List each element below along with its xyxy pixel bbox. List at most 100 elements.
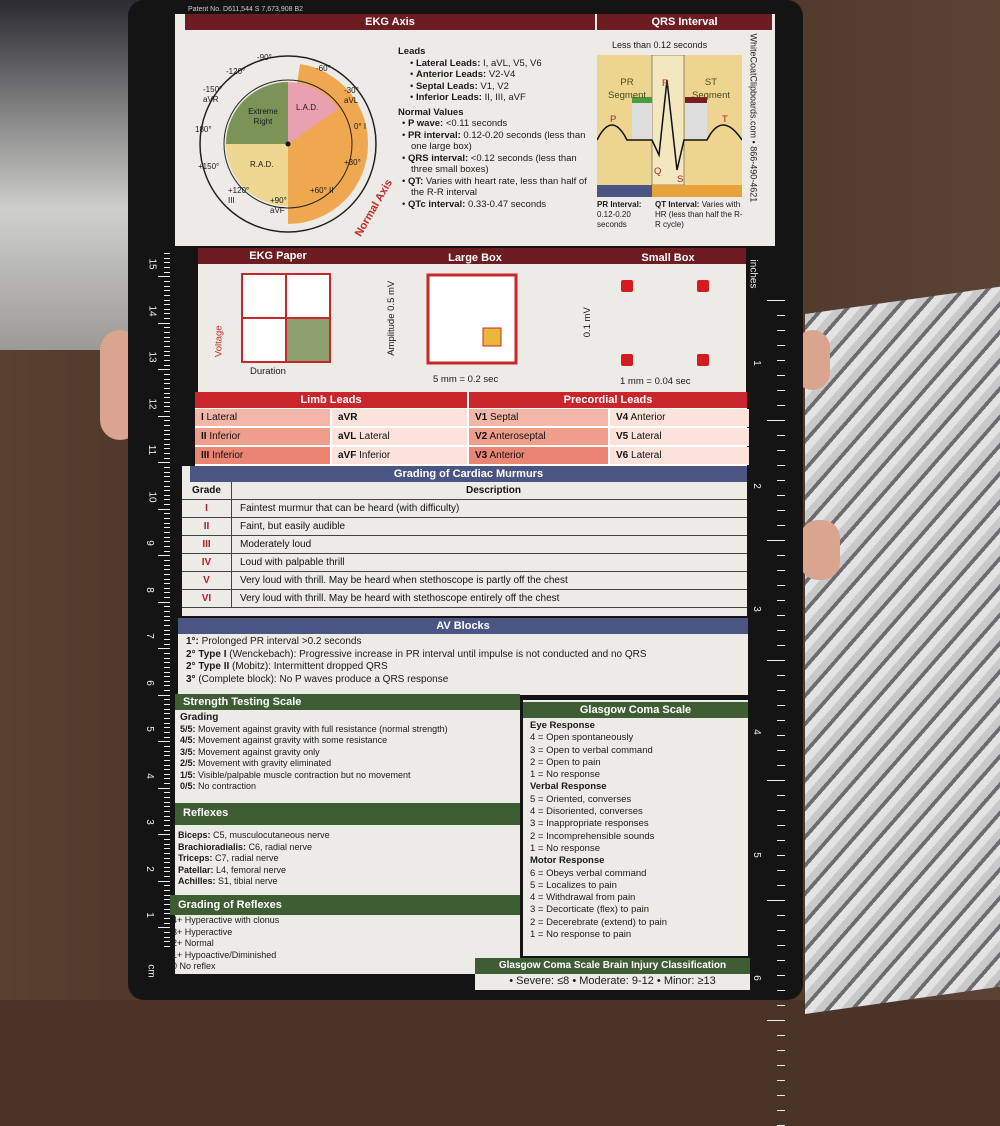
list-item: • Septal Leads: V1, V2: [410, 81, 593, 93]
murmurs-header: Grading of Cardiac Murmurs: [190, 466, 747, 482]
ruler-tick: [158, 369, 170, 371]
ruler-tick: [164, 718, 170, 719]
qrs-duration-label: Less than 0.12 seconds: [612, 40, 708, 50]
gcs-header: Glasgow Coma Scale: [523, 702, 748, 718]
ekg-paper-header-bar: [198, 248, 746, 264]
lead-name: V2: [475, 431, 488, 442]
ruler-tick: [158, 787, 170, 789]
ruler-tick: [777, 600, 785, 601]
ruler-tick: [158, 834, 170, 836]
ruler-tick: [164, 829, 170, 831]
ruler-tick: [777, 480, 785, 481]
item-key: QTc interval:: [407, 198, 466, 210]
ruler-tick: [164, 341, 170, 343]
list-item: • PR interval: 0.12-0.20 seconds (less t…: [402, 130, 593, 153]
ruler-tick: [164, 611, 170, 613]
ruler-tick: [164, 945, 170, 947]
ruler-tick: [158, 741, 170, 743]
item-key: 2° Type II: [186, 661, 230, 672]
ruler-tick: [777, 855, 785, 856]
item-value: L4, femoral nerve: [213, 864, 287, 875]
lead-name: V6: [616, 450, 629, 461]
lead-cell: III Inferior: [195, 447, 330, 465]
ruler-tick: [158, 508, 170, 510]
ruler-tick: [164, 327, 170, 329]
ruler-tick: [777, 435, 785, 436]
qt-interval-value: Varies with HR (less than half the R-R c…: [655, 200, 743, 229]
ruler-tick: [164, 346, 170, 347]
bullet-icon: •: [410, 69, 416, 80]
ruler-tick: [164, 443, 170, 445]
ruler-tick: [164, 745, 170, 747]
lead-region: Lateral: [356, 431, 390, 442]
ruler-tick: [777, 345, 785, 346]
murmur-grade: III: [182, 536, 232, 553]
item-value: Movement with gravity eliminated: [195, 758, 332, 768]
ruler-tick: [777, 510, 785, 511]
lead-region: Inferior: [356, 450, 391, 461]
ruler-tick: [777, 630, 785, 631]
lead-cell: V4 Anterior: [610, 409, 749, 427]
item-key: 5/5:: [180, 723, 196, 734]
list-item: 3° (Complete block): No P waves produce …: [186, 674, 746, 687]
ekg_axis-normal-list: • P wave: <0.11 seconds• PR interval: 0.…: [398, 118, 593, 210]
ruler-tick: [164, 769, 170, 771]
list-item: 4 = Disoriented, converses: [530, 806, 643, 818]
small-box-title: Small Box: [641, 252, 695, 264]
lead-name: I: [201, 412, 204, 423]
item-value: <0.11 seconds: [443, 118, 508, 129]
item-value: Visible/palpable muscle contraction but …: [195, 769, 411, 780]
ruler-tick: [777, 945, 785, 946]
ruler-tick: [777, 1095, 785, 1096]
list-item: 0/5: No contraction: [180, 781, 515, 793]
bullet-icon: •: [410, 57, 416, 69]
ruler-tick: [164, 657, 170, 659]
description-column-header: Description: [465, 485, 521, 496]
list-item: 2+ Normal: [172, 938, 214, 948]
ruler-tick: [164, 387, 170, 389]
ruler-tick: [777, 885, 785, 886]
large-box: [426, 273, 518, 365]
list-item: 1 = No response to pain: [530, 929, 632, 941]
strength-items-list: 5/5: Movement against gravity with full …: [180, 724, 515, 793]
ruler-tick: [164, 666, 170, 668]
item-value: Varies with heart rate, less than half o…: [411, 175, 587, 199]
ruler-tick: [164, 513, 170, 515]
ruler-tick: [777, 765, 785, 766]
cm-unit-label: cm: [145, 964, 157, 978]
lead-region: Lateral: [628, 431, 662, 442]
ruler-tick: [767, 420, 785, 421]
ruler-tick: [777, 990, 785, 991]
limb-leads-header: Limb Leads: [195, 392, 467, 408]
ruler-tick: [767, 540, 785, 541]
ruler-tick: [164, 266, 170, 268]
ruler-tick: [164, 936, 170, 938]
inch-label: 5: [750, 852, 762, 858]
list-item: 1°: Prolonged PR interval >0.2 seconds: [186, 636, 746, 649]
list-item: 2 = Incomprehensible sounds: [530, 830, 655, 842]
ruler-tick: [158, 601, 170, 603]
item-key: Anterior Leads:: [415, 69, 487, 80]
item-key: QRS interval:: [407, 152, 469, 164]
lead-name: aVL: [338, 431, 357, 442]
murmur-grade: V: [182, 572, 232, 589]
ruler-tick: [164, 820, 170, 822]
lead-region: Inferior: [209, 450, 244, 461]
small-box: [621, 280, 709, 366]
ruler-tick: [164, 606, 170, 608]
lead-cell: aVF Inferior: [332, 447, 467, 465]
gcs-panel: [523, 700, 748, 956]
ruler-tick: [164, 871, 170, 873]
small-amplitude-label: 0.1 mV: [581, 307, 593, 338]
cm-label: 9: [143, 540, 155, 546]
cm-label: 5: [143, 726, 155, 732]
item-key: 1/5:: [180, 769, 196, 780]
ruler-tick: [164, 550, 170, 552]
ruler-tick: [777, 360, 785, 361]
item-key: 1°:: [186, 636, 199, 647]
ruler-tick: [777, 375, 785, 376]
